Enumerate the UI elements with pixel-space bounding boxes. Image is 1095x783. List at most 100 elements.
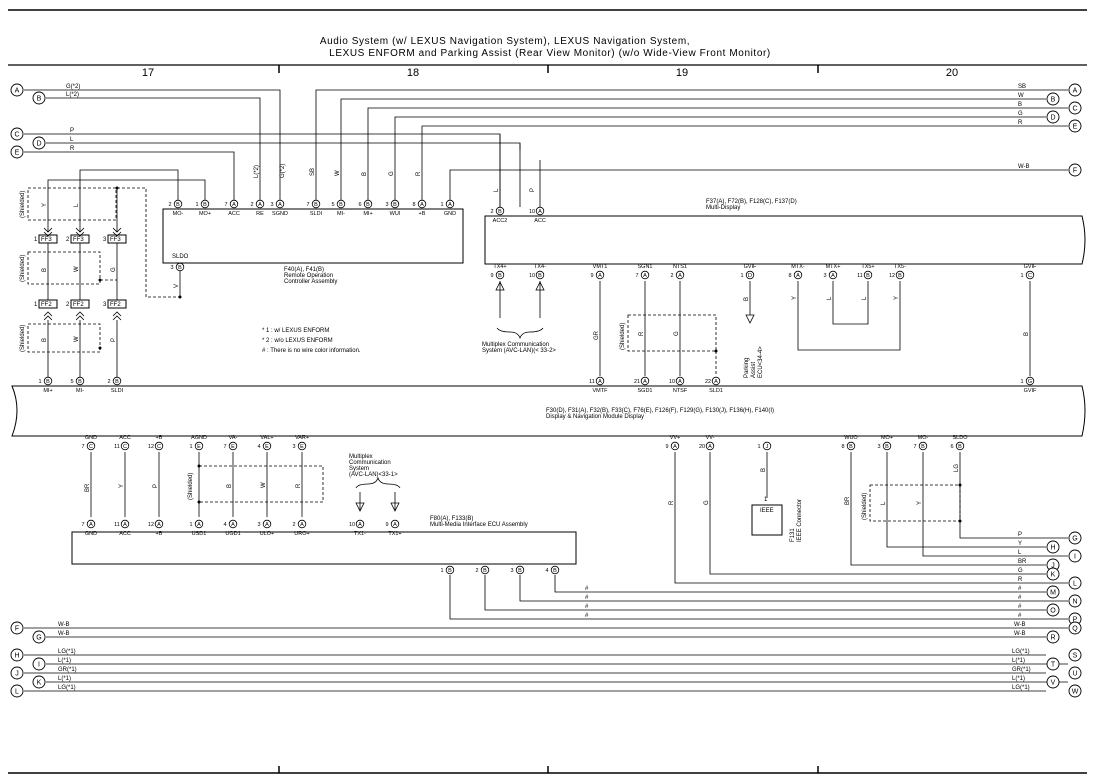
svg-text:A: A — [831, 273, 835, 279]
svg-text:B: B — [483, 568, 487, 574]
svg-text:* 2 : w/o LEXUS ENFORM: * 2 : w/o LEXUS ENFORM — [262, 338, 333, 344]
svg-text:2: 2 — [66, 237, 70, 243]
svg-text:VV+: VV+ — [670, 435, 681, 441]
svg-text:W: W — [1072, 689, 1079, 696]
svg-text:SLDI: SLDI — [111, 388, 124, 394]
svg-text:+B: +B — [156, 531, 163, 537]
svg-text:1: 1 — [740, 273, 743, 279]
f37-multi-display: F37(A), F72(B), F128(C), F137(D) Multi-D… — [484, 134, 1086, 265]
svg-text:4: 4 — [223, 522, 226, 528]
f80-bottom-wires: # # # # — [449, 575, 1068, 620]
svg-text:L: L — [881, 501, 887, 505]
svg-text:F37(A), F72(B), F128(C), F137(: F37(A), F72(B), F128(C), F137(D) — [706, 199, 797, 205]
svg-text:GND: GND — [444, 211, 456, 217]
svg-text:E: E — [300, 444, 304, 450]
svg-text:4: 4 — [545, 568, 548, 574]
svg-text:G: G — [704, 500, 710, 505]
svg-text:1: 1 — [440, 202, 443, 208]
lower-wiring: BR Y P B W R (Shielded) Multiplex Commun… — [85, 452, 1068, 584]
svg-text:LG(*1): LG(*1) — [58, 685, 76, 691]
multiplex-1: Multiplex Communication System (AVC-LAN)… — [482, 281, 556, 354]
f30-navigation-module: F30(D), F31(A), F32(B), F33(C), F76(E), … — [11, 385, 1086, 437]
svg-text:BR: BR — [85, 483, 91, 492]
f40-controller-box — [162, 208, 464, 264]
svg-text:20: 20 — [699, 444, 705, 450]
f30-bottom-pin-9: J1 — [757, 441, 772, 451]
svg-text:SLDI: SLDI — [310, 211, 323, 217]
svg-text:L(*2): L(*2) — [66, 92, 79, 98]
svg-text:B: B — [176, 202, 180, 208]
svg-text:+B: +B — [156, 435, 163, 441]
svg-text:(Shielded): (Shielded) — [20, 325, 26, 352]
svg-text:2: 2 — [670, 273, 673, 279]
svg-text:P: P — [1073, 617, 1078, 624]
title-line-2: LEXUS ENFORM and Parking Assist (Rear Vi… — [329, 48, 771, 59]
svg-text:P: P — [530, 188, 536, 192]
svg-text:A: A — [598, 273, 602, 279]
svg-text:System: System — [349, 466, 369, 472]
svg-text:L(*1): L(*1) — [58, 676, 71, 682]
svg-text:D: D — [1050, 115, 1055, 122]
svg-text:ACC: ACC — [119, 435, 131, 441]
svg-text:S: S — [1073, 653, 1078, 660]
svg-text:3: 3 — [385, 202, 388, 208]
svg-text:1: 1 — [1020, 273, 1023, 279]
svg-text:LG: LG — [954, 464, 960, 472]
svg-text:G: G — [36, 635, 41, 642]
svg-text:(Shielded): (Shielded) — [188, 473, 194, 500]
svg-text:9: 9 — [590, 273, 593, 279]
left-edge-connectors: A B C D E — [10, 83, 46, 159]
svg-text:K: K — [37, 680, 42, 687]
svg-text:L(*1): L(*1) — [1012, 658, 1025, 664]
svg-text:J: J — [766, 444, 769, 450]
svg-text:+B: +B — [419, 211, 426, 217]
svg-text:G: G — [111, 267, 117, 272]
svg-text:2: 2 — [168, 202, 171, 208]
svg-text:G: G — [1072, 536, 1077, 543]
svg-text:RE: RE — [256, 211, 264, 217]
svg-text:11: 11 — [857, 273, 863, 279]
svg-text:Y: Y — [42, 203, 48, 207]
svg-text:A: A — [643, 379, 647, 385]
svg-text:#: # — [585, 604, 589, 610]
svg-text:MO+: MO+ — [881, 435, 893, 441]
svg-text:Parking: Parking — [744, 358, 750, 378]
svg-text:F80(A), F133(B): F80(A), F133(B) — [430, 516, 473, 522]
svg-text:11: 11 — [589, 379, 595, 385]
svg-text:R: R — [1050, 635, 1055, 642]
right-edge-connectors: A B C D E F — [1046, 83, 1082, 177]
svg-text:C: C — [1028, 273, 1032, 279]
top-left-wires: G(*2) L(*2) P L R — [24, 84, 521, 207]
svg-text:A: A — [197, 522, 201, 528]
svg-text:I: I — [1074, 554, 1076, 561]
svg-text:Y: Y — [792, 296, 798, 300]
svg-text:P: P — [1018, 532, 1022, 538]
svg-text:7: 7 — [913, 444, 916, 450]
svg-text:A: A — [15, 88, 20, 95]
svg-text:B: B — [42, 268, 48, 272]
svg-text:2: 2 — [107, 379, 110, 385]
svg-text:UGD1: UGD1 — [225, 531, 240, 537]
top-right-wires: SB W B G R W-B — [315, 84, 1068, 200]
svg-text:MTX+: MTX+ — [826, 264, 841, 270]
svg-text:GND: GND — [85, 531, 97, 537]
svg-text:L: L — [70, 137, 74, 143]
svg-text:NTSF: NTSF — [673, 388, 688, 394]
svg-text:A: A — [157, 522, 161, 528]
f40-pin-+b: A8+B — [412, 199, 427, 217]
svg-text:Display & Navigation Module Di: Display & Navigation Module Display — [546, 414, 644, 420]
svg-text:FF3: FF3 — [110, 237, 121, 243]
